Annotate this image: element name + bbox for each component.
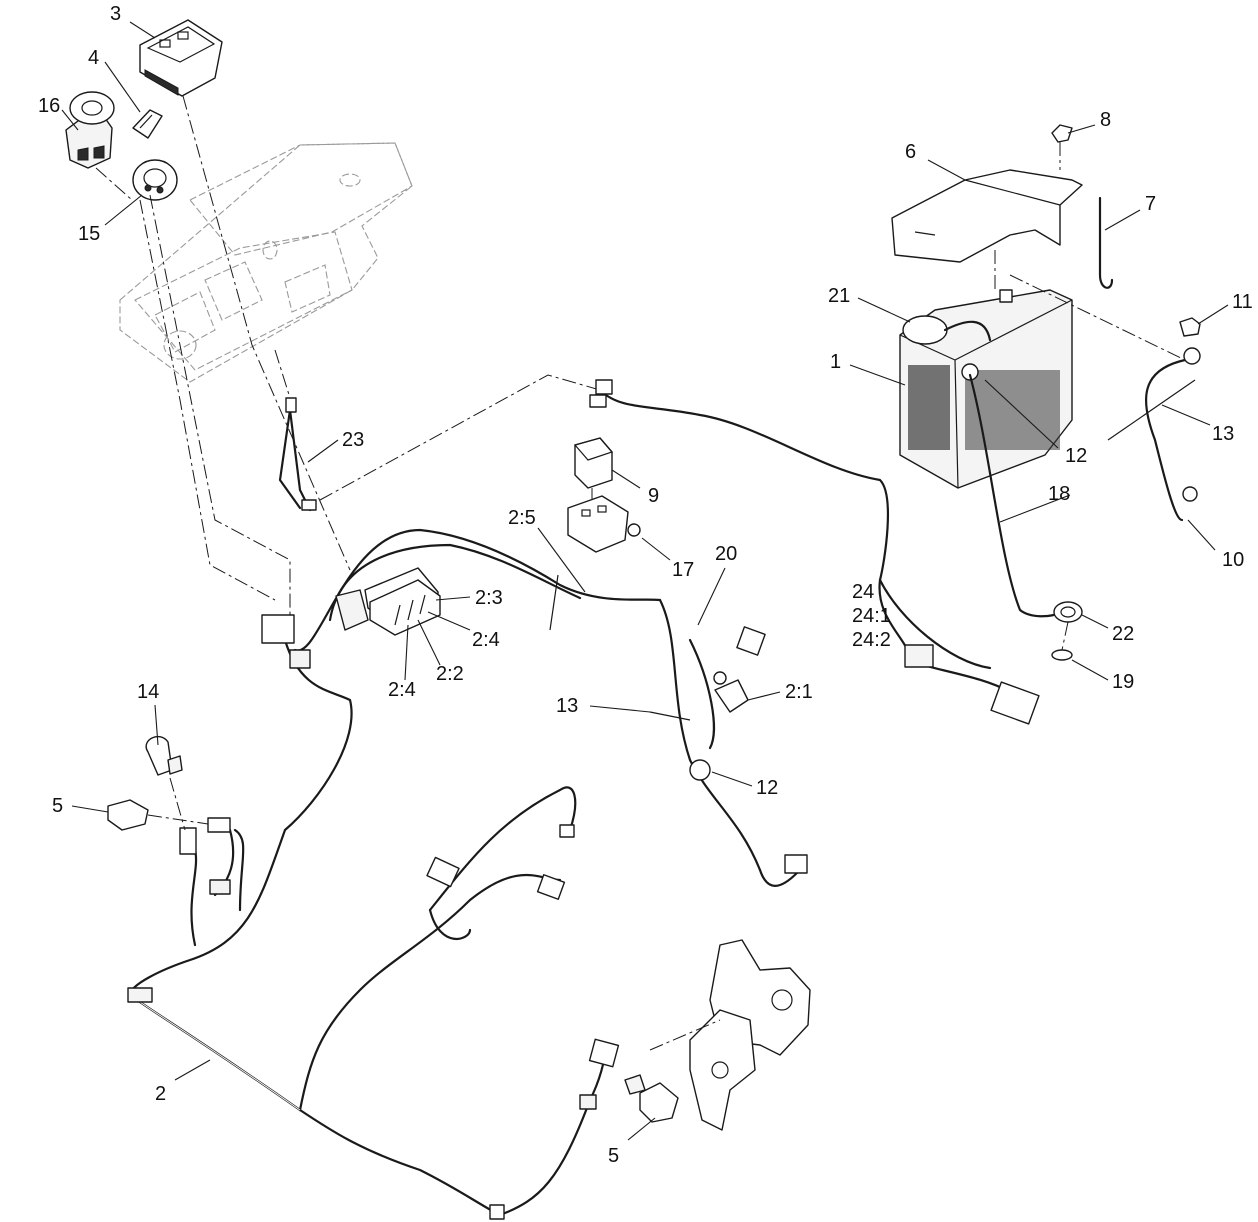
battery-post-bolt — [999, 289, 1013, 303]
cable-tie-2-5 — [549, 574, 559, 631]
main-harness-2 — [128, 528, 802, 1217]
callout-2-5: 2:5 — [508, 507, 536, 529]
harness-24-branch — [878, 578, 992, 670]
callout-5-lower: 5 — [608, 1145, 619, 1167]
callout-11: 11 — [1232, 291, 1253, 313]
assembly-line-pto — [649, 1019, 721, 1051]
callout-5-upper: 5 — [52, 795, 63, 817]
key-part — [132, 109, 163, 139]
ignition-switch-part — [65, 91, 115, 169]
cable-lug-bottom — [1182, 486, 1198, 502]
strap-13-lower — [649, 711, 691, 721]
cable-lug-top — [1183, 347, 1201, 365]
assembly-line-washer — [1061, 621, 1069, 651]
callout-16: 16 — [38, 95, 60, 117]
callout-12-lower: 12 — [756, 777, 778, 799]
fuse-block-part — [369, 579, 441, 636]
callout-2-3: 2:3 — [475, 587, 503, 609]
callout-1: 1 — [830, 351, 841, 373]
callout-2-1: 2:1 — [785, 681, 813, 703]
wing-nut-8 — [1051, 124, 1073, 143]
assembly-line-5-upper — [147, 814, 209, 825]
assembly-line-sensor-harness — [319, 374, 601, 501]
washer-19 — [1051, 649, 1073, 661]
callout-2-2: 2:2 — [436, 663, 464, 685]
callout-17: 17 — [672, 559, 694, 581]
battery-cable-10 — [1144, 358, 1187, 522]
switch-14-part — [145, 736, 183, 776]
battery-terminal-cap — [902, 315, 992, 345]
callout-23: 23 — [342, 429, 364, 451]
callout-24-1: 24:1 — [852, 605, 891, 627]
pto-bracket-part — [689, 939, 811, 1131]
grommet-battery — [961, 363, 979, 381]
callout-21: 21 — [828, 285, 850, 307]
hour-meter-part — [139, 19, 223, 97]
sensor-5-upper-part — [107, 799, 231, 855]
callout-20: 20 — [715, 543, 737, 565]
console-panel-outline — [119, 142, 413, 383]
callout-24: 24 — [852, 581, 874, 603]
callout-13-lower: 13 — [556, 695, 578, 717]
sensor-wire-part — [278, 397, 317, 512]
connector-24-top2 — [589, 394, 607, 408]
battery-part — [899, 289, 1073, 489]
assembly-line-bolt — [1009, 274, 1186, 361]
callout-22: 22 — [1112, 623, 1134, 645]
callout-12-upper: 12 — [1065, 445, 1087, 467]
battery-cover-part — [891, 169, 1083, 263]
relay-part — [573, 437, 614, 489]
callout-6: 6 — [905, 141, 916, 163]
battery-cable-18 — [968, 373, 1064, 618]
assembly-line-switch2 — [95, 167, 133, 201]
clip-24 — [904, 644, 934, 668]
assembly-line-key — [149, 194, 291, 615]
relay-socket-part — [567, 495, 641, 553]
assembly-line-meter — [182, 95, 351, 571]
connector-24-end — [990, 681, 1040, 725]
assembly-line-sensor — [274, 349, 291, 399]
callout-7: 7 — [1145, 193, 1156, 215]
callout-3: 3 — [110, 3, 121, 25]
callout-9: 9 — [648, 485, 659, 507]
callout-2-4-right: 2:4 — [472, 629, 500, 651]
callout-15: 15 — [78, 223, 100, 245]
bolt-11 — [1179, 317, 1201, 337]
switch-nut-part — [132, 159, 178, 201]
callout-labels: 3 4 16 15 8 6 7 21 1 11 13 12 23 9 18 10… — [38, 3, 1253, 1167]
callout-14: 14 — [137, 681, 159, 703]
callout-10: 10 — [1222, 549, 1244, 571]
callout-13-upper: 13 — [1212, 423, 1234, 445]
strap-13 — [1107, 379, 1196, 441]
assembly-line-switch — [139, 199, 276, 601]
assembly-line-14-5 — [169, 777, 186, 831]
callout-2: 2 — [155, 1083, 166, 1105]
callout-24-2: 24:2 — [852, 629, 891, 651]
callout-18: 18 — [1048, 483, 1070, 505]
sensor-5-lower-part — [624, 1074, 679, 1123]
connector-24-top — [595, 379, 613, 395]
leader-lines — [61, 21, 1229, 1141]
terminal-boot-22 — [1053, 601, 1083, 623]
callout-4: 4 — [88, 47, 99, 69]
callout-2-4-left: 2:4 — [388, 679, 416, 701]
hold-down-rod — [1098, 196, 1114, 289]
callout-19: 19 — [1112, 671, 1134, 693]
callout-8: 8 — [1100, 109, 1111, 131]
